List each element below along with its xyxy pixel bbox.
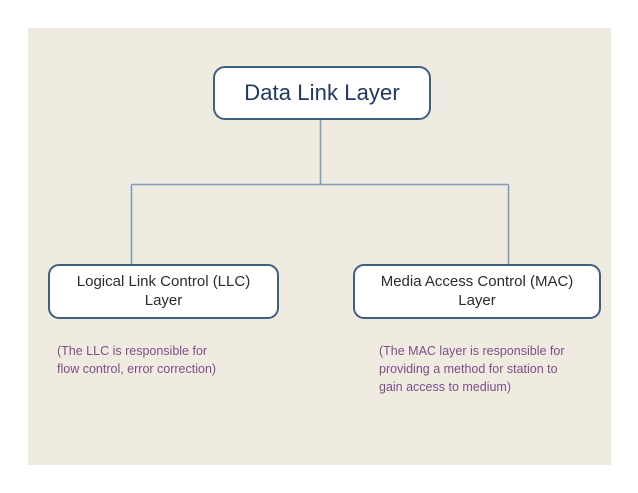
- node-label: Data Link Layer: [244, 79, 400, 105]
- node-logical-link-control[interactable]: Logical Link Control (LLC) Layer: [48, 264, 279, 319]
- node-data-link-layer[interactable]: Data Link Layer: [213, 66, 431, 120]
- caption-llc: (The LLC is responsible for flow control…: [57, 344, 217, 376]
- caption-mac: (The MAC layer is responsible for provid…: [379, 344, 565, 394]
- node-label: Logical Link Control (LLC) Layer: [76, 273, 251, 309]
- node-label: Media Access Control (MAC) Layer: [380, 273, 574, 309]
- node-media-access-control[interactable]: Media Access Control (MAC) Layer: [353, 264, 601, 319]
